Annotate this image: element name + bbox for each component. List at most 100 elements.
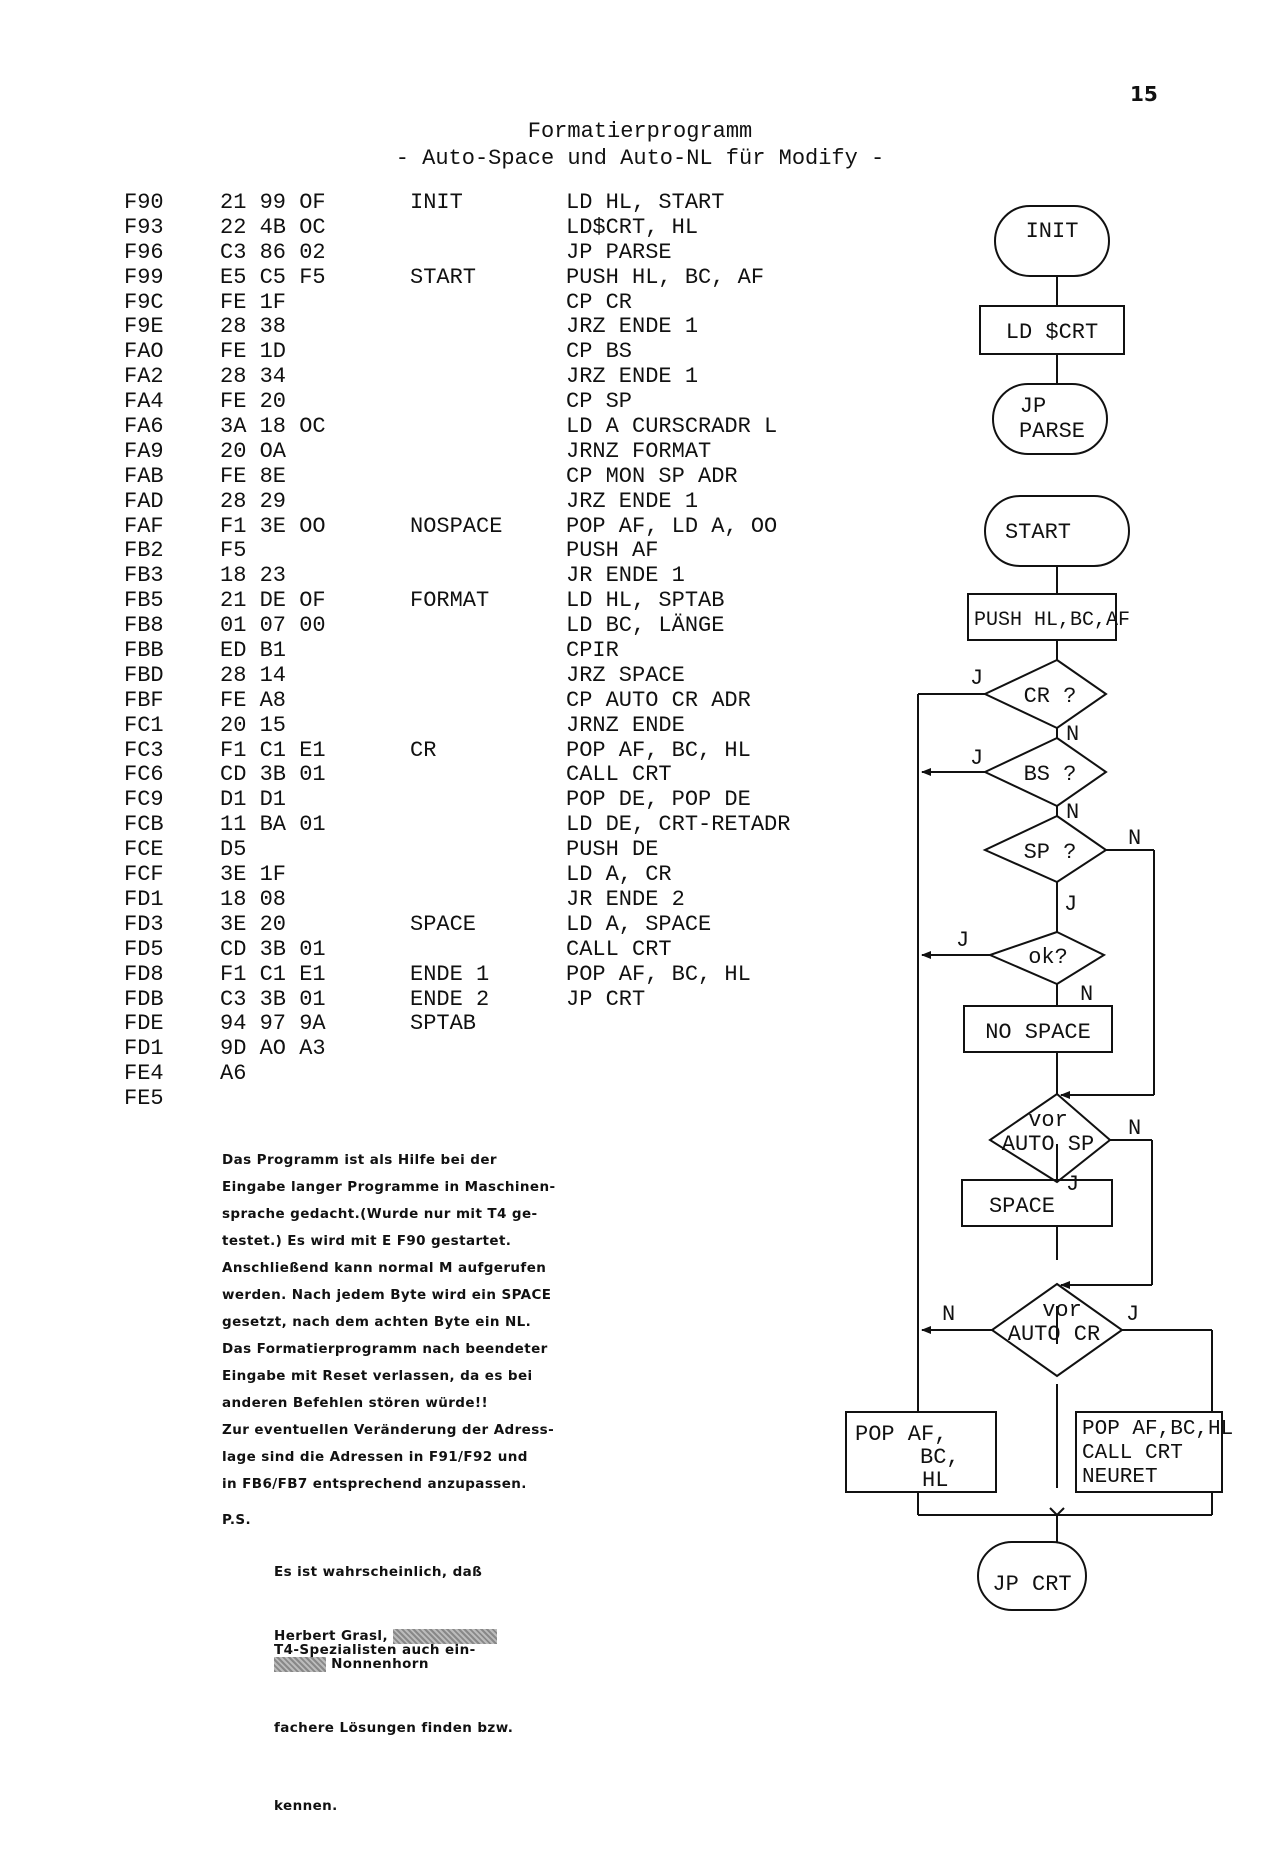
listing-instruction: CPIR: [566, 638, 619, 664]
listing-opcode: 28 29: [220, 488, 287, 514]
listing-address: FA4: [124, 389, 164, 415]
listing-opcode: 18 08: [220, 886, 287, 912]
listing-opcode: 20 15: [220, 712, 287, 738]
listing-label: ENDE 2: [410, 986, 490, 1012]
terminal-jp-crt: [977, 1541, 1087, 1611]
flow-vor-sp-label-1: vor: [1028, 1108, 1068, 1133]
description-line: Das Formatierprogramm nach beendeter: [222, 1341, 548, 1357]
listing-opcode: 22 4B OC: [220, 214, 326, 240]
city: Nonnenhorn: [331, 1656, 429, 1672]
box-space: [961, 1179, 1113, 1227]
redacted-postcode: [274, 1656, 326, 1672]
ps-line: kennen.: [274, 1798, 338, 1814]
flow-branch-j: J: [956, 928, 969, 953]
flow-push-label: PUSH HL,BC,AF: [974, 609, 1130, 632]
listing-instruction: JRNZ ENDE: [566, 712, 685, 738]
listing-instruction: CALL CRT: [566, 936, 672, 962]
listing-address: FC1: [124, 712, 164, 738]
listing-opcode: D1 D1: [220, 787, 287, 813]
listing-address: FA2: [124, 364, 164, 390]
listing-opcode: E5 C5 F5: [220, 264, 326, 290]
listing-label: SPACE: [410, 911, 477, 937]
listing-instruction: PUSH HL, BC, AF: [566, 264, 765, 290]
listing-address: F93: [124, 214, 164, 240]
box-push: [967, 593, 1117, 641]
ps-prefix: P.S.: [222, 1512, 251, 1528]
description-line: lage sind die Adressen in F91/F92 und: [222, 1449, 528, 1465]
listing-instruction: LD HL, SPTAB: [566, 588, 725, 614]
listing-opcode: 18 23: [220, 563, 287, 589]
listing-address: FD3: [124, 911, 164, 937]
listing-address: FB3: [124, 563, 164, 589]
listing-address: FBB: [124, 638, 164, 664]
title-line-2: - Auto-Space und Auto-NL für Modify -: [395, 146, 885, 171]
flow-init-label: INIT: [1026, 219, 1079, 244]
listing-instruction: CP AUTO CR ADR: [566, 687, 751, 713]
listing-instruction: CP BS: [566, 339, 633, 365]
listing-address: FD8: [124, 961, 164, 987]
flow-branch-j: J: [970, 666, 983, 691]
description-line: testet.) Es wird mit E F90 gestartet.: [222, 1233, 512, 1249]
ps-line: T4-Spezialisten auch ein-: [274, 1642, 476, 1658]
decision-cr: [982, 658, 1108, 730]
listing-address: FA6: [124, 414, 164, 440]
flow-branch-n: N: [1066, 800, 1079, 825]
listing-address: FBD: [124, 662, 164, 688]
flow-vor-cr-label-1: vor: [1042, 1298, 1082, 1323]
listing-address: FE5: [124, 1086, 164, 1112]
listing-opcode: F1 3E OO: [220, 513, 326, 539]
listing-opcode: A6: [220, 1061, 247, 1087]
listing-instruction: LD DE, CRT-RETADR: [566, 812, 791, 838]
listing-address: FB2: [124, 538, 164, 564]
description-line: Zur eventuellen Veränderung der Adress-: [222, 1422, 555, 1438]
listing-address: FAF: [124, 513, 164, 539]
listing-address: FC6: [124, 762, 164, 788]
listing-label: SPTAB: [410, 1011, 477, 1037]
flow-branch-j: J: [1126, 1302, 1139, 1327]
flow-popcall-label-3: NEURET: [1082, 1466, 1158, 1489]
listing-address: F99: [124, 264, 164, 290]
decision-ok: [987, 930, 1107, 986]
listing-opcode: FE 8E: [220, 463, 287, 489]
listing-address: F90: [124, 190, 164, 215]
listing-opcode: 94 97 9A: [220, 1011, 326, 1037]
listing-opcode: 21 99 OF: [220, 190, 326, 215]
decision-sp: [982, 814, 1108, 884]
box-pop-call: [1075, 1411, 1223, 1493]
flow-sp-label: SP ?: [1024, 840, 1077, 865]
description-line: Das Programm ist als Hilfe bei der: [222, 1152, 497, 1168]
listing-opcode: 28 14: [220, 662, 287, 688]
box-ld-crt: [979, 305, 1125, 355]
listing-instruction: POP DE, POP DE: [566, 787, 751, 813]
listing-label: NOSPACE: [410, 513, 503, 539]
listing-opcode: 28 38: [220, 314, 287, 340]
listing-address: F9C: [124, 289, 164, 315]
listing-instruction: LD A CURSCRADR L: [566, 414, 778, 440]
listing-instruction: POP AF, BC, HL: [566, 961, 751, 987]
flow-pop-label-1: POP AF,: [855, 1422, 947, 1447]
listing-address: FCB: [124, 812, 164, 838]
listing-instruction: CP SP: [566, 389, 633, 415]
flow-ok-label: ok?: [1028, 945, 1068, 970]
listing-instruction: LD A, CR: [566, 862, 672, 888]
flow-jp-crt-label: JP CRT: [992, 1572, 1071, 1597]
listing-label: CR: [410, 737, 437, 763]
listing-address: FDB: [124, 986, 164, 1012]
listing-address: FBF: [124, 687, 164, 713]
description-line: Eingabe langer Programme in Maschinen-: [222, 1179, 556, 1195]
listing-label: FORMAT: [410, 588, 490, 614]
listing-instruction: PUSH DE: [566, 837, 659, 863]
listing-opcode: 20 OA: [220, 438, 287, 464]
listing-address: FCE: [124, 837, 164, 863]
flow-vor-sp-label-2: AUTO SP: [1002, 1132, 1094, 1157]
listing-opcode: C3 86 02: [220, 239, 326, 265]
ps-line: Es ist wahrscheinlich, daß: [274, 1564, 483, 1580]
listing-instruction: LD A, SPACE: [566, 911, 712, 937]
listing-opcode: FE 1D: [220, 339, 287, 365]
listing-opcode: 11 BA 01: [220, 812, 326, 838]
listing-opcode: 21 DE OF: [220, 588, 326, 614]
decision-vor-auto-sp: [988, 1092, 1112, 1184]
listing-opcode: 01 07 00: [220, 613, 326, 639]
description-line: anderen Befehlen stören würde!!: [222, 1395, 489, 1411]
